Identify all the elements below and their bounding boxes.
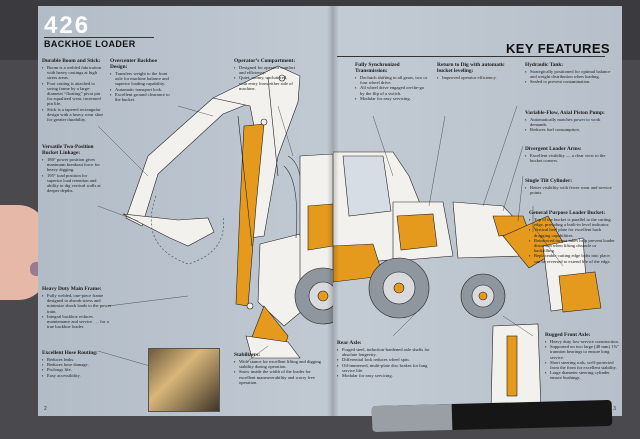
feature-title: Stabilizers: — [234, 352, 261, 358]
feature-item: Excellent ground clearance to the bucket… — [110, 92, 172, 102]
feature-block: Variable-Flow, Axial Piston Pump: Automa… — [525, 110, 615, 133]
feature-item: Wide stance for excellent lifting and di… — [234, 359, 324, 369]
page-gutter — [327, 6, 339, 416]
feature-item: Transfers weight to the front axle for m… — [110, 71, 172, 87]
feature-item: Reduces fuel consumption. — [525, 127, 615, 132]
feature-item: 180° power position gives maximum breako… — [42, 157, 102, 173]
feature-title: Operator’s Compartment: — [234, 58, 296, 64]
feature-item: Snow inside the width of the loader for … — [234, 369, 324, 385]
feature-block: Excellent Hose Routing: Reduces leaks. R… — [42, 350, 106, 378]
feature-item: Better visibility with fewer wear and se… — [525, 185, 615, 195]
ruler-ferrule — [371, 404, 453, 433]
feature-block: Stabilizers: Wide stance for excellent l… — [234, 352, 324, 385]
feature-item: Stick is a tapered rectangular design wi… — [42, 107, 106, 123]
feature-item: Forged steel, induction-hardened axle sh… — [337, 347, 431, 357]
feature-block: Divergent Loader Arms: Excellent visibil… — [525, 146, 615, 163]
feature-block: Hydraulic Tank: Strategically positioned… — [525, 62, 615, 85]
model-subtitle: BACKHOE LOADER — [44, 39, 136, 49]
feature-item: Quiet, roomy, uncluttered, with entry fr… — [234, 75, 296, 91]
feature-block: Single Tilt Cylinder: Better visibility … — [525, 178, 615, 195]
feature-item: Oil-immersed, multi-plate disc brakes fo… — [337, 363, 431, 373]
feature-item: Integral backhoe reduces maintenance and… — [42, 314, 114, 330]
title-rule — [44, 37, 154, 38]
feature-title: Durable Boom and Stick: — [42, 58, 101, 64]
feature-title: General Purpose Loader Bucket: — [529, 210, 606, 216]
feature-item: Excellent visibility — a clear view to t… — [525, 153, 615, 163]
feature-item: Modular for easy servicing. — [337, 373, 431, 378]
feature-item: Designed for operator comfort and effici… — [234, 65, 296, 75]
feature-item: Differential lock reduces wheel spin. — [337, 357, 431, 362]
feature-item: Easy accessibility. — [42, 373, 106, 378]
feature-title: Excellent Hose Routing: — [42, 350, 98, 356]
feature-item: Replaceable cutting edge bolts into plac… — [529, 253, 617, 263]
feature-item: Sealed to prevent contamination. — [525, 79, 615, 84]
feature-title: Hydraulic Tank: — [525, 62, 564, 68]
feature-block: General Purpose Loader Bucket: Top of th… — [529, 210, 617, 264]
feature-item: Strategically positioned for optimal bal… — [525, 69, 615, 79]
feature-title: Return to Dig with automatic bucket leve… — [437, 62, 505, 74]
brochure-spread: 426 BACKHOE LOADER — [38, 6, 622, 416]
ruler — [371, 399, 613, 433]
feature-item: Large diameter steering cylinder ensure … — [545, 370, 619, 380]
title-rule — [337, 56, 605, 57]
feature-item: 195° load position for superior load ret… — [42, 173, 102, 194]
feature-item: Prolongs life. — [42, 367, 106, 372]
model-number: 426 — [44, 12, 91, 39]
feature-block: Heavy Duty Main Frame: Fully welded, one… — [42, 286, 114, 329]
feature-item: Foot casting is attached to swing frame … — [42, 81, 106, 107]
left-page: 426 BACKHOE LOADER — [38, 6, 333, 416]
feature-block: Versatile Two-Position Bucket Linkage: 1… — [42, 144, 102, 193]
feature-title: Variable-Flow, Axial Piston Pump: — [525, 110, 605, 116]
feature-title: Versatile Two-Position Bucket Linkage: — [42, 144, 94, 156]
feature-block: Durable Boom and Stick: Boom is a welded… — [42, 58, 106, 122]
right-page: KEY FEATURES — [333, 6, 622, 416]
feature-item: Reduces leaks. — [42, 357, 106, 362]
page-number: 3 — [613, 406, 616, 412]
feature-item: Supported on two large (48 mm) 1⅞" trunn… — [545, 344, 619, 360]
feature-block: Fully Synchronized Transmission: Declutc… — [355, 62, 429, 101]
feature-item: Short steering rods, well-protected from… — [545, 360, 619, 370]
feature-item: Vertical heel plate for excellent back d… — [529, 227, 617, 237]
hose-routing-photo — [148, 348, 220, 412]
feature-item: Reduces hose damage. — [42, 362, 106, 367]
page-number: 2 — [44, 406, 47, 412]
feature-block: Operator’s Compartment: Designed for ope… — [234, 58, 296, 91]
feature-item: Declutch shifting in all gears, two or f… — [355, 75, 429, 85]
feature-title: Heavy Duty Main Frame: — [42, 286, 102, 292]
feature-item: Improved operator efficiency. — [437, 75, 507, 80]
feature-item: Heavy duty low-service construction. — [545, 339, 619, 344]
feature-item: All wheel drive engaged on-the-go by the… — [355, 85, 429, 95]
feature-item: Top of the bucket is parallel to the cut… — [529, 217, 617, 227]
feature-block: Rear Axle: Forged steel, induction-harde… — [337, 340, 431, 378]
key-features-title: KEY FEATURES — [505, 41, 610, 56]
feature-item: Automatically matches power to work dema… — [525, 117, 615, 127]
feature-title: Single Tilt Cylinder: — [525, 178, 573, 184]
feature-title: Rear Axle: — [337, 340, 362, 346]
feature-title: Divergent Loader Arms: — [525, 146, 582, 152]
feature-title: Rugged Front Axle: — [545, 332, 591, 338]
feature-item: Fully welded, one-piece frame designed t… — [42, 293, 114, 314]
feature-title: Fully Synchronized Transmission: — [355, 62, 400, 74]
feature-title: Overcenter Backhoe Design: — [110, 58, 157, 70]
feature-item: Modular for easy servicing. — [355, 96, 429, 101]
backhoe-illustration — [97, 65, 333, 367]
feature-block: Overcenter Backhoe Design: Transfers wei… — [110, 58, 172, 102]
feature-item: Reinforced torque tubes help prevent loa… — [529, 238, 617, 254]
feature-item: Boom is a welded fabrication with heavy … — [42, 65, 106, 81]
feature-item: Automatic transport lock. — [110, 87, 172, 92]
feature-block: Return to Dig with automatic bucket leve… — [437, 62, 507, 80]
feature-block: Rugged Front Axle: Heavy duty low-servic… — [545, 332, 619, 381]
